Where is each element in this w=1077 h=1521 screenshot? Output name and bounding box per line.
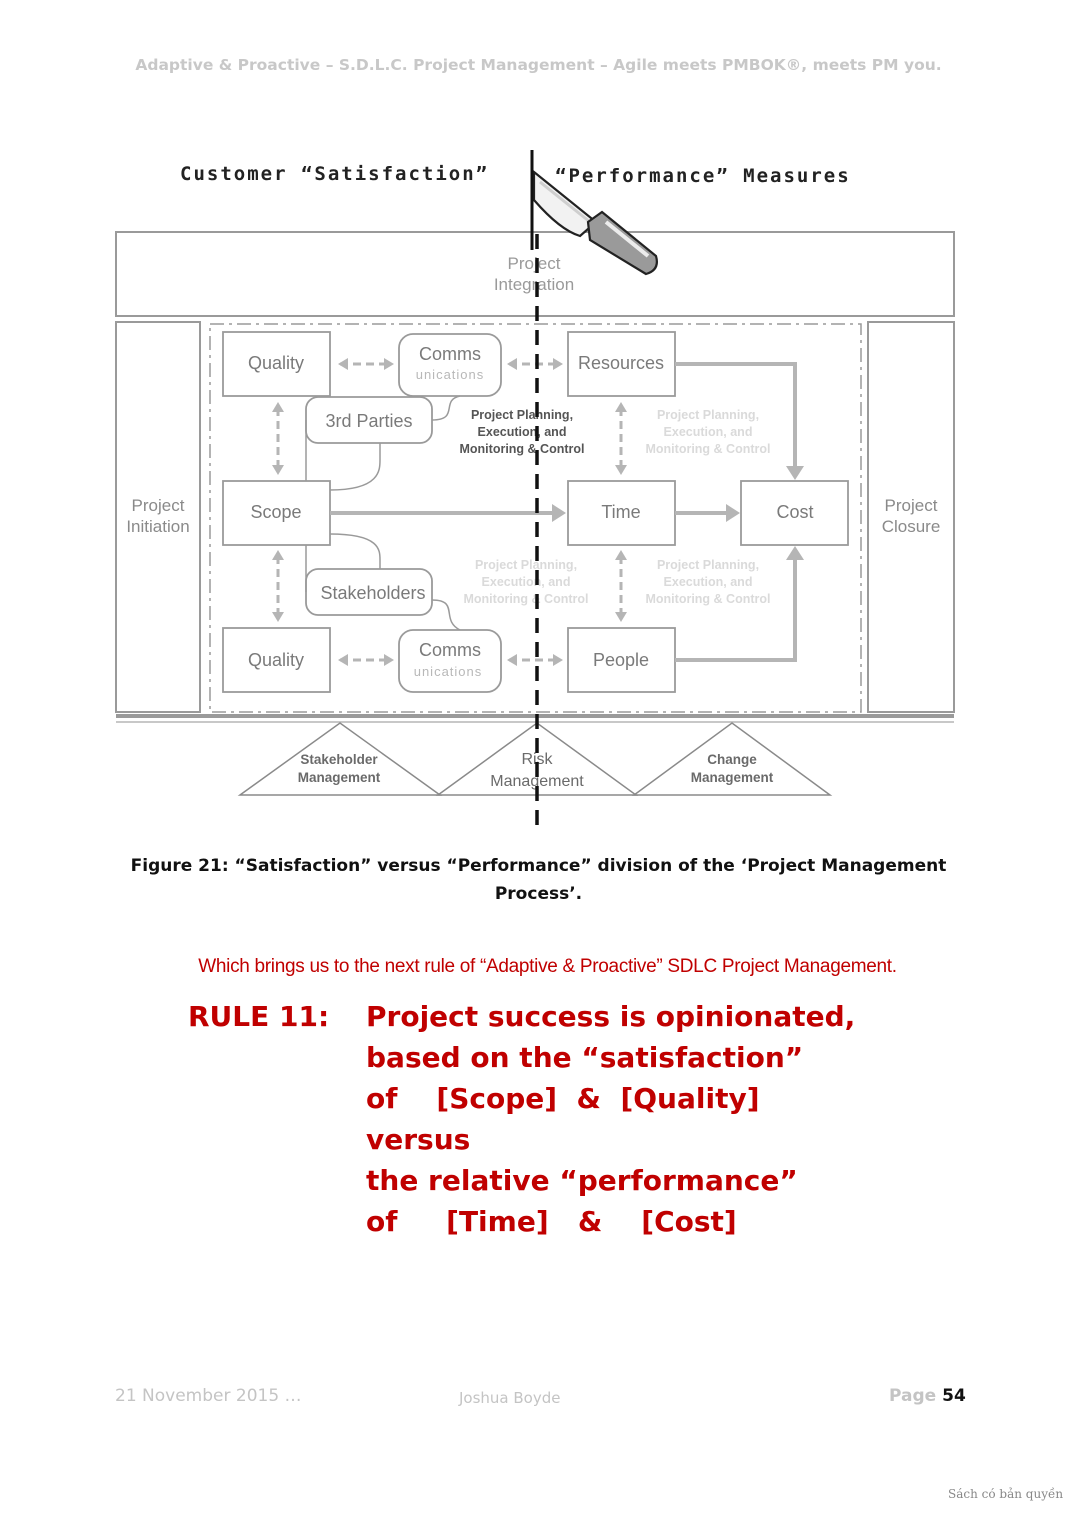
cost-label: Cost (776, 502, 813, 522)
planning-right-top-1: Project Planning, (657, 408, 759, 422)
comms-bottom-sublabel: unications (414, 664, 483, 679)
risk-mgmt-label-2: Management (490, 773, 584, 790)
stakeholder-mgmt-label-1: Stakeholder (300, 752, 378, 767)
initiation-label-2: Initiation (126, 517, 189, 536)
planning-right-top-3: Monitoring & Control (646, 442, 771, 456)
footer-date: 21 November 2015 … (115, 1386, 302, 1406)
comms-top-sublabel: unications (416, 367, 485, 382)
stakeholder-mgmt-label-2: Management (298, 770, 381, 785)
comms-top-label: Comms (419, 344, 481, 364)
planning-right-bottom-3: Monitoring & Control (646, 592, 771, 606)
planning-right-bottom-2: Execution, and (664, 575, 753, 589)
planning-center-bottom-3: Monitoring & Control (464, 592, 589, 606)
rule-line-4: versus (366, 1123, 471, 1156)
integration-label-1: Project (508, 254, 561, 273)
comms-top-box (398, 333, 502, 397)
closure-label-2: Closure (882, 517, 941, 536)
closure-label-1: Project (885, 496, 938, 515)
scope-label: Scope (250, 502, 301, 522)
integration-label-2: Integration (494, 275, 574, 294)
stakeholder-mgmt-triangle (237, 722, 443, 796)
change-mgmt-label-1: Change (707, 752, 757, 767)
time-box (567, 480, 676, 546)
initiation-label-1: Project (132, 496, 185, 515)
rule-line-1: Project success is opinionated, (366, 1000, 856, 1033)
title-performance: “Performance” Measures (555, 165, 851, 187)
copyright-watermark: Sách có bản quyền (948, 1487, 1064, 1501)
footer-page: Page 54 (889, 1386, 966, 1406)
knife-icon (532, 169, 658, 276)
rule-statement: Project success is opinionated, based on… (366, 996, 855, 1242)
rule-line-3: of [Scope] & [Quality] (366, 1082, 760, 1115)
intro-sentence: Which brings us to the next rule of “Ada… (198, 956, 897, 977)
resources-cost-arrow (675, 362, 797, 468)
planning-right-top-2: Execution, and (664, 425, 753, 439)
planning-center-3: Monitoring & Control (460, 442, 585, 456)
process-boundary (209, 323, 862, 713)
planning-center-bottom-1: Project Planning, (475, 558, 577, 572)
rule-line-6: of [Time] & [Cost] (366, 1205, 737, 1238)
closure-box (867, 321, 955, 713)
title-satisfaction: Customer “Satisfaction” (180, 163, 489, 185)
running-header: Adaptive & Proactive – S.D.L.C. Project … (135, 56, 942, 74)
resources-label: Resources (578, 353, 664, 373)
change-mgmt-triangle (631, 722, 833, 796)
change-mgmt-label-2: Management (691, 770, 774, 785)
page-number: 54 (942, 1386, 966, 1406)
pm-process-diagram: Customer “Satisfaction” “Performance” Me… (115, 150, 955, 830)
page-label: Page (889, 1386, 937, 1406)
risk-mgmt-label-1: Risk (521, 751, 553, 768)
time-label: Time (601, 502, 640, 522)
cost-box (740, 480, 849, 546)
integration-box (115, 231, 955, 317)
thirdparty-comms-connector (431, 395, 461, 421)
people-cost-arrow (675, 558, 797, 662)
planning-center-1: Project Planning, (471, 408, 573, 422)
planning-right-bottom-1: Project Planning, (657, 558, 759, 572)
rule-line-2: based on the “satisfaction” (366, 1041, 804, 1074)
scope-stakeholder-connector (305, 533, 381, 592)
people-label: People (593, 650, 649, 670)
footer-author: Joshua Boyde (459, 1389, 561, 1407)
third-parties-label: 3rd Parties (325, 411, 412, 431)
rule-line-5: the relative “performance” (366, 1164, 798, 1197)
scope-thirdparty-connector (305, 420, 381, 491)
rule-label: RULE 11: (188, 1000, 330, 1033)
planning-center-bottom-2: Execution, and (482, 575, 571, 589)
quality-bottom-label: Quality (248, 650, 304, 670)
quality-top-label: Quality (248, 353, 304, 373)
stakeholder-comms-connector (431, 599, 461, 631)
figure-caption: Figure 21: “Satisfaction” versus “Perfor… (110, 852, 967, 908)
caption-line-2: Process’. (494, 884, 583, 904)
quality-top-box (222, 331, 331, 397)
scope-box (222, 480, 331, 546)
planning-center-2: Execution, and (478, 425, 567, 439)
quality-bottom-box (222, 627, 331, 693)
comms-bottom-label: Comms (419, 640, 481, 660)
caption-line-1: Figure 21: “Satisfaction” versus “Perfor… (130, 856, 947, 876)
initiation-box (115, 321, 201, 713)
stakeholders-label: Stakeholders (320, 583, 425, 603)
resources-box (567, 331, 676, 397)
comms-bottom-box (398, 629, 502, 693)
